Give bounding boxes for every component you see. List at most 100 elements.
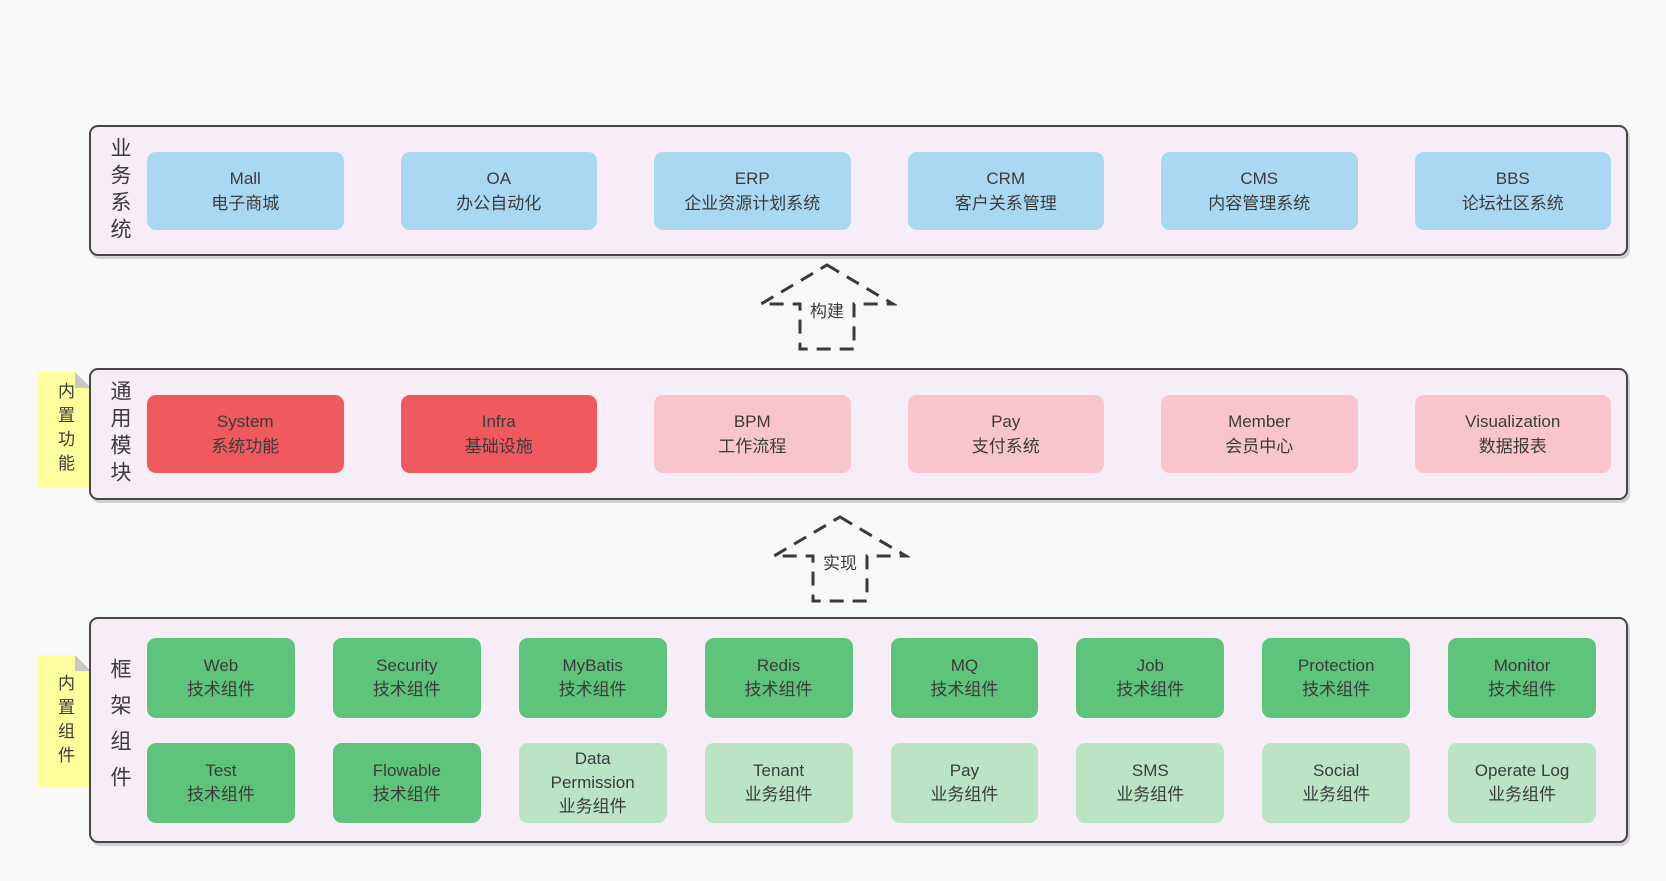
- box-security: Security 技术组件: [332, 637, 481, 718]
- panel-label-column: 通用模块: [91, 370, 147, 498]
- box-title: Visualization: [1465, 412, 1561, 431]
- box-title: BPM: [733, 412, 771, 431]
- box-title: CRM: [986, 168, 1026, 188]
- build-arrow: 构建: [757, 262, 897, 352]
- box-mall: Mall 电子商城: [147, 151, 344, 230]
- box-subtitle: 数据报表: [1478, 437, 1547, 456]
- business-box-grid: Mall 电子商城 OA 办公自动化 ERP 企业资源计划系统 CRM 客户关系管理 C…: [147, 127, 1611, 254]
- box-subtitle: 技术组件: [372, 679, 441, 699]
- dashed-up-arrow-icon: [770, 515, 910, 603]
- box-subtitle: 业务组件: [1488, 784, 1557, 804]
- box-title: Flowable: [372, 760, 441, 780]
- box-subtitle: 业务组件: [1116, 784, 1185, 804]
- box-subtitle: 技术组件: [1116, 679, 1185, 699]
- box-title: Data Permission: [550, 748, 635, 792]
- box-subtitle: 技术组件: [186, 679, 255, 699]
- box-subtitle: 技术组件: [186, 784, 255, 804]
- sticky-note-builtin-components: 内置组件: [38, 655, 91, 788]
- box-protection: Protection 技术组件: [1262, 637, 1411, 718]
- box-title: Security: [376, 655, 438, 675]
- box-subtitle: 办公自动化: [456, 193, 542, 213]
- dashed-up-arrow-icon: [757, 263, 897, 351]
- box-title: SMS: [1131, 760, 1169, 780]
- box-title: Test: [205, 760, 237, 780]
- panel-framework-components: 框架组件 Web 技术组件 Security 技术组件 MyBatis 技术组件 Re…: [89, 617, 1628, 843]
- box-social: Social 业务组件: [1262, 742, 1411, 823]
- box-subtitle: 业务组件: [930, 784, 999, 804]
- box-title: Pay: [949, 760, 980, 780]
- box-title: Monitor: [1493, 655, 1551, 675]
- box-title: MQ: [950, 655, 979, 675]
- panel-business-systems: 业务系统 Mall 电子商城 OA 办公自动化 ERP 企业资源计划系统 CRM 客户关…: [89, 125, 1628, 256]
- box-subtitle: 基础设施: [464, 437, 533, 456]
- box-title: OA: [486, 168, 512, 188]
- box-title: CMS: [1240, 168, 1279, 188]
- box-title: Social: [1313, 760, 1360, 780]
- box-erp: ERP 企业资源计划系统: [654, 151, 851, 230]
- box-monitor: Monitor 技术组件: [1448, 637, 1596, 718]
- box-subtitle: 企业资源计划系统: [684, 193, 821, 213]
- box-subtitle: 技术组件: [372, 784, 441, 804]
- box-flowable: Flowable 技术组件: [332, 742, 481, 823]
- box-subtitle: 支付系统: [971, 437, 1040, 456]
- box-bbs: BBS 论坛社区系统: [1414, 151, 1611, 230]
- box-title: System: [216, 412, 274, 431]
- box-title: ERP: [734, 168, 770, 188]
- box-web: Web 技术组件: [147, 637, 295, 718]
- panel-label: 通用模块: [108, 380, 131, 488]
- arrow-label: 实现: [819, 548, 861, 575]
- box-system: System 系统功能: [147, 395, 344, 473]
- box-subtitle: 技术组件: [744, 679, 813, 699]
- box-title: Mall: [229, 168, 261, 188]
- box-subtitle: 业务组件: [744, 784, 813, 804]
- box-oa: OA 办公自动化: [400, 151, 597, 230]
- box-title: Web: [203, 655, 239, 675]
- box-subtitle: 内容管理系统: [1208, 193, 1311, 213]
- box-subtitle: 客户关系管理: [954, 193, 1057, 213]
- box-subtitle: 技术组件: [1302, 679, 1371, 699]
- box-pay: Pay 支付系统: [907, 395, 1104, 473]
- box-title: BBS: [1495, 168, 1530, 188]
- box-subtitle: 工作流程: [718, 437, 787, 456]
- box-subtitle: 业务组件: [558, 796, 627, 816]
- arrow-label: 构建: [806, 296, 848, 323]
- box-visualization: Visualization 数据报表: [1414, 395, 1611, 473]
- box-crm: CRM 客户关系管理: [907, 151, 1104, 230]
- box-subtitle: 技术组件: [558, 679, 627, 699]
- box-cms: CMS 内容管理系统: [1161, 151, 1358, 230]
- panel-label: 业务系统: [108, 136, 131, 245]
- box-mq: MQ 技术组件: [890, 637, 1039, 718]
- box-subtitle: 业务组件: [1302, 784, 1371, 804]
- box-title: Member: [1228, 412, 1291, 431]
- box-member: Member 会员中心: [1161, 395, 1358, 473]
- panel-label: 框架组件: [108, 658, 131, 802]
- sticky-label: 内置组件: [55, 673, 74, 770]
- box-subtitle: 会员中心: [1225, 437, 1294, 456]
- box-subtitle: 电子商城: [211, 193, 280, 213]
- sticky-note-builtin-features: 内置功能: [38, 372, 91, 488]
- box-title: MyBatis: [562, 655, 623, 675]
- sticky-label: 内置功能: [55, 382, 74, 478]
- box-subtitle: 系统功能: [211, 437, 280, 456]
- box-subtitle: 技术组件: [1488, 679, 1557, 699]
- box-tenant: Tenant 业务组件: [704, 742, 853, 823]
- box-title: Pay: [991, 412, 1021, 431]
- box-test: Test 技术组件: [147, 742, 295, 823]
- box-subtitle: 技术组件: [930, 679, 999, 699]
- box-title: Operate Log: [1474, 760, 1570, 780]
- box-subtitle: 论坛社区系统: [1461, 193, 1564, 213]
- panel-label-column: 业务系统: [91, 127, 147, 254]
- implement-arrow: 实现: [770, 514, 910, 604]
- box-title: Tenant: [753, 760, 805, 780]
- box-pay-component: Pay 业务组件: [890, 742, 1039, 823]
- box-data-permission: Data Permission 业务组件: [518, 742, 667, 823]
- box-operate-log: Operate Log 业务组件: [1448, 742, 1596, 823]
- box-title: Protection: [1297, 655, 1375, 675]
